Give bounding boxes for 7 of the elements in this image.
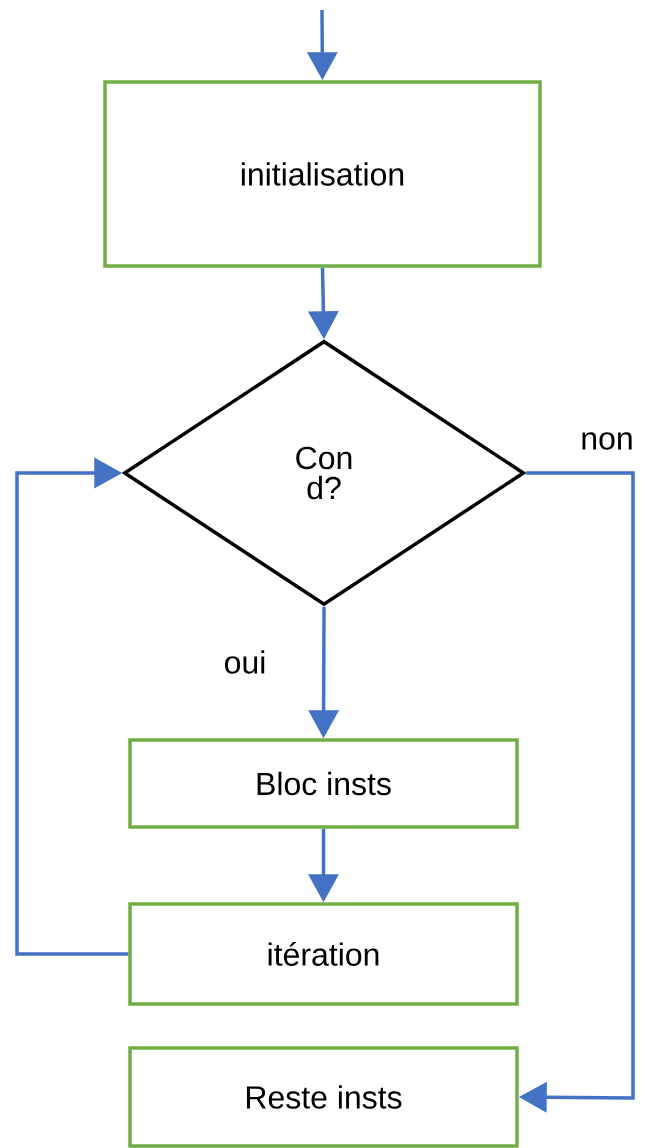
process-box: itération — [128, 902, 519, 1006]
arrow — [15, 457, 129, 956]
edge-label: oui — [222, 649, 268, 675]
process-box: initialisation — [103, 80, 542, 268]
process-box: Bloc insts — [128, 738, 519, 829]
process-box: Reste insts — [128, 1046, 519, 1148]
edge-label: non — [579, 431, 635, 451]
